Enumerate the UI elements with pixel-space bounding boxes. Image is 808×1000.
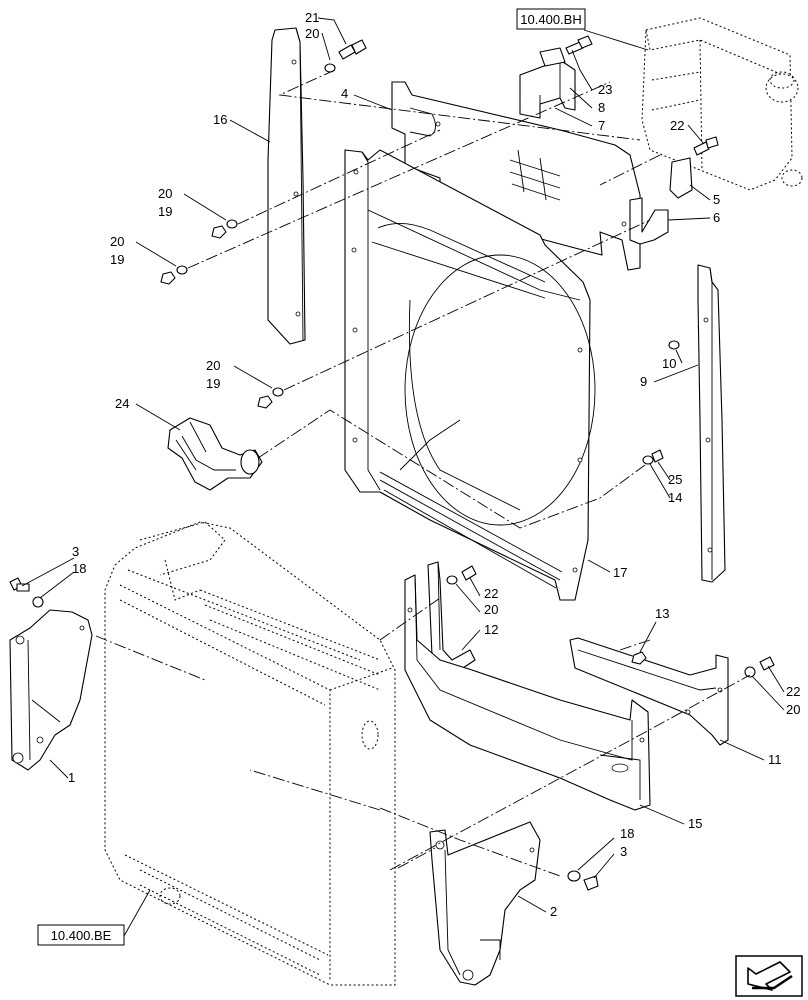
callout-3-bottom: 3 bbox=[620, 844, 627, 859]
radiator-phantom bbox=[104, 521, 396, 986]
part-16-side-seal bbox=[267, 27, 306, 345]
arrow-down-left-icon[interactable] bbox=[735, 955, 803, 997]
bolt-22-mid bbox=[461, 565, 477, 581]
callout-19-a: 19 bbox=[158, 204, 172, 219]
bolt-3-left-shank bbox=[16, 583, 30, 592]
callout-6: 6 bbox=[713, 210, 720, 225]
part-15-crossmember bbox=[404, 574, 651, 811]
callout-15: 15 bbox=[688, 816, 702, 831]
callout-20-d: 20 bbox=[484, 602, 498, 617]
nut-13 bbox=[631, 651, 647, 665]
washer-10 bbox=[668, 340, 680, 350]
callout-24: 24 bbox=[115, 396, 129, 411]
bolt-23 bbox=[565, 35, 593, 55]
callout-3-left: 3 bbox=[72, 544, 79, 559]
callout-18-left: 18 bbox=[72, 561, 86, 576]
callout-18-bottom: 18 bbox=[620, 826, 634, 841]
ref-box-top[interactable]: 10.400.BH bbox=[516, 8, 586, 30]
callout-4: 4 bbox=[341, 86, 348, 101]
washer-20-e bbox=[744, 666, 756, 678]
callout-20-e: 20 bbox=[786, 702, 800, 717]
callout-7: 7 bbox=[598, 118, 605, 133]
washer-14 bbox=[642, 455, 654, 465]
callout-21: 21 bbox=[305, 10, 319, 25]
bolt-21 bbox=[338, 39, 367, 60]
bolt-25 bbox=[651, 449, 664, 463]
callout-20-a: 20 bbox=[158, 186, 172, 201]
fasteners bbox=[9, 35, 775, 891]
callout-20-top: 20 bbox=[305, 26, 319, 41]
callout-25: 25 bbox=[668, 472, 682, 487]
part-5-6-bracket bbox=[629, 157, 693, 245]
callout-8: 8 bbox=[598, 100, 605, 115]
washer-18-bottom bbox=[567, 870, 581, 882]
callout-22-top: 22 bbox=[670, 118, 684, 133]
callout-14: 14 bbox=[668, 490, 682, 505]
leader-lines bbox=[21, 17, 785, 937]
washer-20-c bbox=[272, 387, 284, 397]
washer-20-b bbox=[176, 265, 188, 275]
part-8-bracket bbox=[519, 47, 576, 119]
washer-20-a bbox=[226, 219, 238, 229]
part-1-mount bbox=[9, 609, 93, 771]
callout-5: 5 bbox=[713, 192, 720, 207]
callout-1: 1 bbox=[68, 770, 75, 785]
nut-19-b bbox=[160, 271, 176, 285]
callout-22-right: 22 bbox=[786, 684, 800, 699]
ref-box-bottom[interactable]: 10.400.BE bbox=[37, 924, 125, 946]
callout-22-mid: 22 bbox=[484, 586, 498, 601]
washer-20-d bbox=[446, 575, 458, 585]
bolt-3-bottom bbox=[583, 875, 599, 891]
callout-12: 12 bbox=[484, 622, 498, 637]
part-24-hose bbox=[167, 417, 263, 491]
part-9-side-seal bbox=[697, 264, 726, 583]
callout-11: 11 bbox=[768, 752, 782, 767]
ref-label-top: 10.400.BH bbox=[520, 12, 581, 27]
bolt-22-right bbox=[759, 656, 775, 671]
assembly-centerlines bbox=[95, 69, 751, 877]
callout-20-c: 20 bbox=[206, 358, 220, 373]
callout-16: 16 bbox=[213, 112, 227, 127]
callout-23: 23 bbox=[598, 82, 612, 97]
part-17-fan-shroud bbox=[344, 149, 596, 601]
nut-19-c bbox=[257, 395, 273, 409]
part-2-mount bbox=[429, 821, 541, 986]
ref-label-bottom: 10.400.BE bbox=[51, 928, 112, 943]
callout-19-b: 19 bbox=[110, 252, 124, 267]
nut-19-a bbox=[211, 225, 227, 239]
callout-20-b: 20 bbox=[110, 234, 124, 249]
bolt-22-top bbox=[693, 136, 719, 156]
expansion-tank-phantom bbox=[641, 17, 803, 191]
callout-19-c: 19 bbox=[206, 376, 220, 391]
washer-18-left bbox=[32, 596, 44, 608]
callout-9: 9 bbox=[640, 374, 647, 389]
callout-10: 10 bbox=[662, 356, 676, 371]
part-11-bar bbox=[569, 637, 729, 746]
callout-13: 13 bbox=[655, 606, 669, 621]
callout-2: 2 bbox=[550, 904, 557, 919]
callout-labels: 21 20 4 16 20 19 20 19 20 19 24 23 8 7 2… bbox=[68, 10, 800, 919]
callout-17: 17 bbox=[613, 565, 627, 580]
